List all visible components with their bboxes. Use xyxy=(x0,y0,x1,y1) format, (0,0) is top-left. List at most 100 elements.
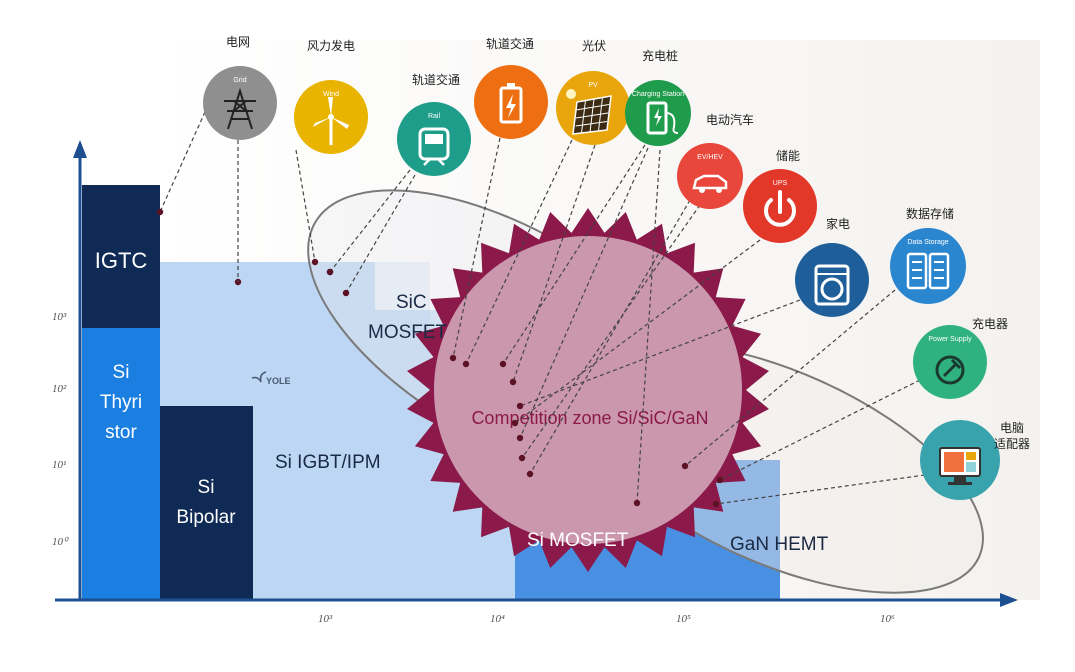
si-thyristor-label-line1: Si xyxy=(113,362,130,383)
si-thyristor-region xyxy=(82,328,160,600)
application-label: 电动汽车 xyxy=(706,112,754,127)
y-tick-label: 10⁰ xyxy=(52,536,69,548)
x-tick-label: 10⁶ xyxy=(880,613,895,625)
application-title: Charging Station xyxy=(632,91,684,98)
connector-line xyxy=(519,147,649,439)
application-label: 储能 xyxy=(776,148,800,163)
connector-dot xyxy=(516,402,524,410)
application-label: 电网 xyxy=(226,35,250,49)
connector-dot xyxy=(681,462,689,470)
x-tick-label: 10⁵ xyxy=(676,613,691,625)
connector-dot xyxy=(526,470,534,478)
connector-line xyxy=(329,169,411,273)
power-button-icon xyxy=(764,190,796,227)
application-title: EV/HEV xyxy=(697,154,723,161)
connector-line xyxy=(519,299,801,407)
connector-line xyxy=(465,139,573,365)
x-tick-label: 10³ xyxy=(318,613,333,625)
si-thyristor-label-line2: Thyri xyxy=(100,392,142,413)
connector-line xyxy=(295,149,316,263)
connector-dot xyxy=(311,258,319,266)
application-label: 轨道交通 xyxy=(412,72,460,87)
connector-dot xyxy=(449,354,457,362)
application-circle xyxy=(913,325,987,399)
connector-line xyxy=(529,199,691,475)
application-label: 充电器 xyxy=(972,316,1008,331)
sic-mosfet-label-line2: MOSFET xyxy=(368,322,448,343)
connector-dot xyxy=(326,268,334,276)
si-bipolar-region xyxy=(160,406,253,600)
application-label: 风力发电 xyxy=(307,38,355,53)
application-title: Data Storage xyxy=(907,239,948,246)
application-label: 充电桩 xyxy=(642,48,678,63)
battery-icon xyxy=(499,83,523,124)
connector-line xyxy=(345,174,416,294)
igtc-region xyxy=(82,185,160,328)
yole-logo: YOLE xyxy=(251,371,291,386)
gan-hemt-label: GaN HEMT xyxy=(730,534,829,555)
application-label: 光伏 xyxy=(582,39,606,53)
application-power-tower: Grid 电网 xyxy=(203,35,277,140)
y-tick-label: 10² xyxy=(52,383,67,395)
connector-dot xyxy=(499,360,507,368)
si-mosfet-label: Si MOSFET xyxy=(527,530,629,551)
yole-logo-text: YOLE xyxy=(266,376,291,386)
connector-line xyxy=(719,379,921,481)
solar-panel-icon xyxy=(566,89,612,135)
application-label: 家电 xyxy=(826,216,850,231)
washing-machine-icon xyxy=(814,264,850,306)
connector-dot xyxy=(509,378,517,386)
application-title: Wind xyxy=(323,91,339,98)
application-charging-station: Charging Station 充电桩 xyxy=(625,48,691,146)
electric-car-icon xyxy=(692,174,728,193)
y-axis-arrow xyxy=(73,140,87,158)
connector-line xyxy=(502,144,646,365)
competition-zone-inner xyxy=(432,234,744,546)
power-tower-icon xyxy=(224,87,256,130)
connector-dot xyxy=(511,419,519,427)
igtc-label: IGTC xyxy=(95,248,148,273)
x-axis-arrow xyxy=(1000,593,1018,607)
connector-line xyxy=(636,149,661,504)
application-server: Data Storage 数据存储 xyxy=(890,206,966,304)
application-label: 数据存储 xyxy=(906,206,954,221)
si-thyristor-label-line3: stor xyxy=(105,422,137,443)
application-battery: 轨道交通 xyxy=(474,36,548,139)
application-washing-machine: 家电 xyxy=(795,216,869,317)
connector-dot xyxy=(342,289,350,297)
application-circle xyxy=(203,66,277,140)
application-title: Power Supply xyxy=(928,336,972,343)
connector-line xyxy=(159,111,206,213)
application-wind-turbine: Wind 风力发电 xyxy=(294,38,368,154)
sic-mosfet-label-line1: SiC xyxy=(396,292,427,313)
y-tick-label: 10³ xyxy=(52,311,67,323)
application-electric-car: EV/HEV 电动汽车 xyxy=(677,112,754,209)
x-tick-label: 10⁴ xyxy=(490,613,505,625)
si-bipolar-label-line1: Si xyxy=(198,477,215,498)
connector-line xyxy=(684,289,896,467)
connector-dot xyxy=(633,499,641,507)
connector-dot xyxy=(712,500,720,508)
computer-icon xyxy=(939,447,981,485)
connector-dot xyxy=(516,434,524,442)
competition-zone-label: Competition zone Si/SiC/GaN xyxy=(471,408,708,428)
train-icon xyxy=(418,127,450,166)
application-title: Grid xyxy=(233,77,246,84)
si-igbt-label: Si IGBT/IPM xyxy=(275,452,381,473)
connector-dot xyxy=(156,208,164,216)
y-tick-label: 10¹ xyxy=(52,459,66,471)
connector-lines xyxy=(156,111,926,508)
application-title: PV xyxy=(588,82,598,89)
power-plug-icon xyxy=(935,355,965,385)
connector-dot xyxy=(716,476,724,484)
application-title: UPS xyxy=(773,180,788,187)
connector-line xyxy=(452,137,501,359)
application-label: 轨道交通 xyxy=(486,36,534,51)
server-icon xyxy=(906,252,950,290)
